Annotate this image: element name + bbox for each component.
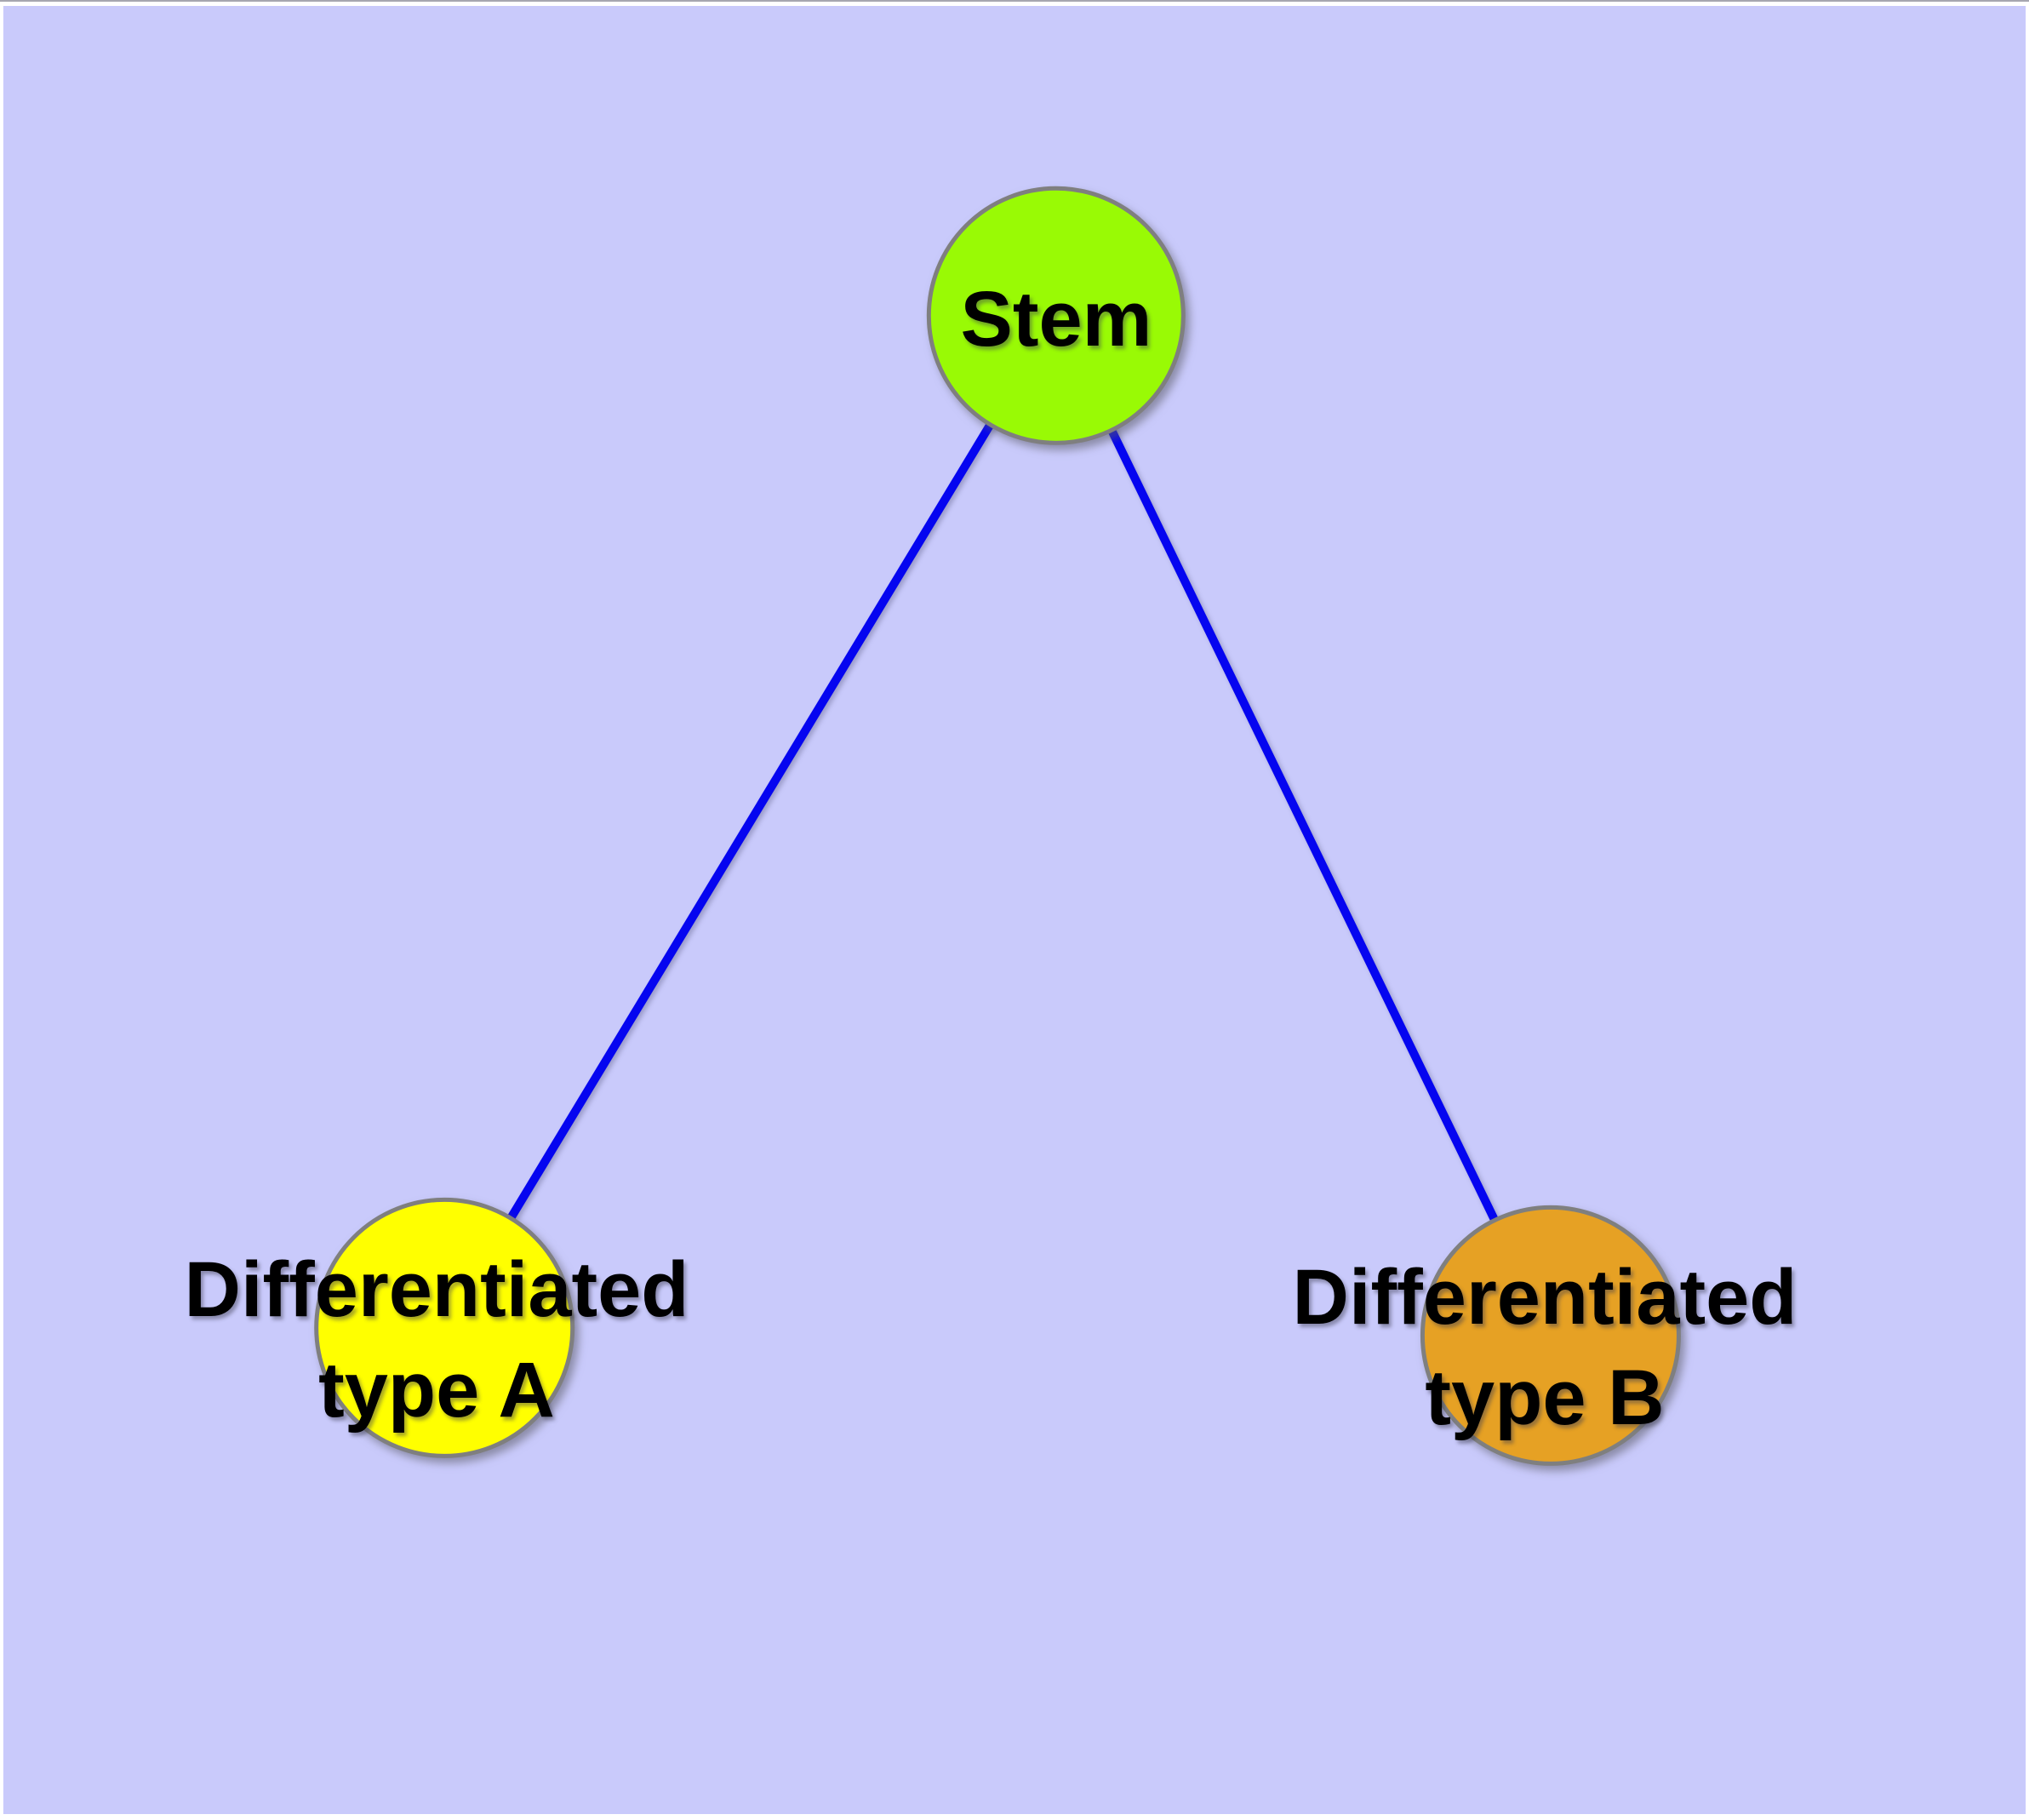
node-stem[interactable] — [926, 186, 1186, 445]
node-differentiated-type-a[interactable] — [314, 1197, 575, 1458]
edge-stem-to-type-a — [440, 313, 1060, 1331]
edge-stem-to-type-b — [1052, 313, 1555, 1338]
graph-canvas: Stem Differentiated type A Differentiate… — [0, 6, 2029, 1820]
graph-svg — [3, 6, 2026, 1815]
node-differentiated-type-b[interactable] — [1420, 1205, 1681, 1466]
window-border — [0, 0, 2029, 2]
